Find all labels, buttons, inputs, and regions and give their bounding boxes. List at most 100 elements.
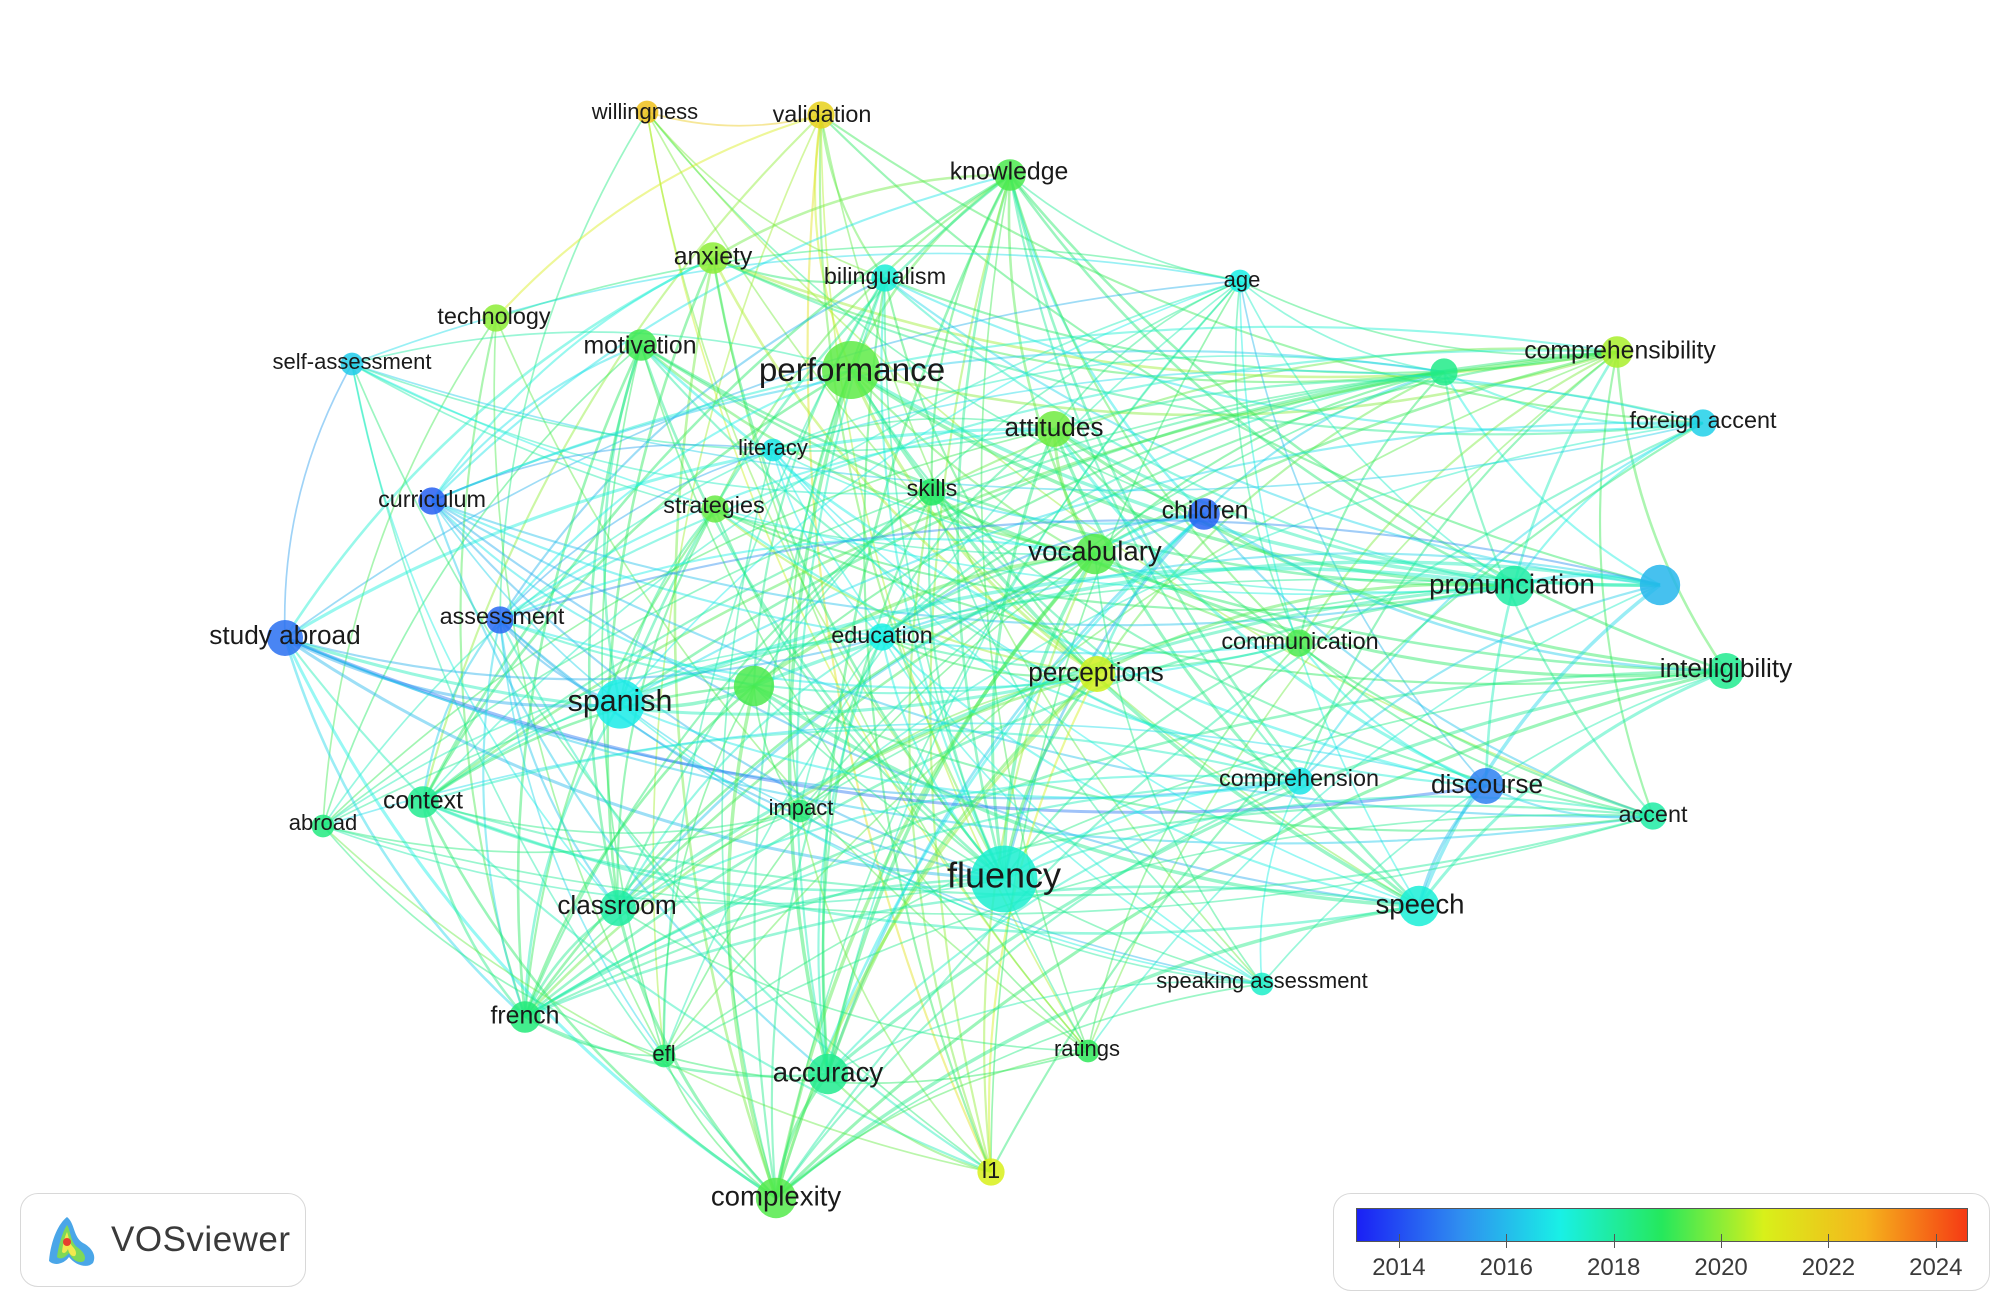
edge-perceptions-l1	[987, 673, 1098, 1173]
node-performance[interactable]	[822, 341, 880, 399]
node-communication[interactable]	[1285, 629, 1313, 657]
edge-knowledge-fluency	[956, 174, 1012, 880]
node-assessment[interactable]	[486, 606, 514, 634]
node-technology[interactable]	[482, 304, 510, 332]
edge-curriculum-speech	[431, 500, 1420, 908]
node-validation[interactable]	[807, 101, 835, 129]
edge-speech-french	[524, 885, 1420, 1019]
edge-knowledge-speech	[1008, 174, 1420, 907]
node-pronunciation[interactable]	[1493, 565, 1535, 607]
node-speech[interactable]	[1398, 885, 1440, 927]
edge-anxiety-fluency	[711, 257, 1005, 880]
node-accuracy[interactable]	[807, 1053, 849, 1095]
legend-tick-label: 2016	[1479, 1254, 1533, 1281]
edge-french-efl	[524, 1016, 665, 1057]
edge-curriculum-unlabeled-3	[431, 500, 755, 688]
node-age[interactable]	[1228, 269, 1252, 293]
edge-self-assessment-pronunciation	[351, 363, 1515, 596]
node-motivation[interactable]	[625, 329, 657, 361]
label-speaking-assessment: speaking assessment	[1156, 968, 1368, 993]
node-perceptions[interactable]	[1079, 656, 1115, 692]
node-l1[interactable]	[977, 1158, 1005, 1186]
legend-tick	[1721, 1234, 1723, 1248]
edge-perceptions-french	[524, 672, 1098, 1018]
edge-motivation-classroom	[587, 344, 643, 909]
edge-unlabeled-1-education	[881, 370, 1445, 638]
edge-validation-bilingualism	[819, 114, 886, 279]
node-bilingualism[interactable]	[871, 264, 899, 292]
node-comprehension[interactable]	[1286, 767, 1314, 795]
edge-education-perceptions	[881, 636, 1098, 678]
edge-strategies-intelligibility	[714, 508, 1727, 686]
edge-context-french	[421, 801, 526, 1018]
edge-bilingualism-pronunciation	[884, 277, 1515, 588]
edge-comprehension-french	[524, 779, 1301, 1018]
node-literacy[interactable]	[761, 438, 785, 462]
node-knowledge[interactable]	[994, 159, 1026, 191]
node-impact[interactable]	[788, 799, 812, 823]
node-ratings[interactable]	[1076, 1039, 1100, 1063]
node-self-assessment[interactable]	[340, 352, 364, 376]
node-children[interactable]	[1188, 498, 1220, 530]
edge-speaking-assessment-complexity	[775, 983, 1263, 1199]
edge-strategies-perceptions	[714, 508, 1098, 676]
node-attitudes[interactable]	[1036, 411, 1072, 447]
edge-knowledge-communication	[1008, 174, 1300, 644]
node-education[interactable]	[868, 623, 896, 651]
node-vocabulary[interactable]	[1074, 533, 1116, 575]
node-classroom[interactable]	[600, 890, 636, 926]
node-spanish[interactable]	[595, 679, 645, 729]
edge-literacy-pronunciation	[772, 449, 1515, 593]
edge-assessment-french	[482, 619, 527, 1018]
node-curriculum[interactable]	[418, 487, 446, 515]
node-unlabeled-1[interactable]	[1430, 358, 1458, 386]
node-fluency[interactable]	[970, 845, 1038, 913]
node-speaking-assessment[interactable]	[1250, 972, 1274, 996]
node-unlabeled-2[interactable]	[1639, 564, 1681, 606]
edge-unlabeled-3-accent	[753, 685, 1654, 832]
edge-anxiety-complexity	[673, 257, 778, 1199]
edge-foreign-accent-pronunciation	[1513, 422, 1704, 587]
edge-attitudes-unlabeled-2	[1053, 427, 1661, 587]
edge-age-technology	[495, 244, 1241, 319]
label-accuracy: accuracy	[773, 1056, 884, 1087]
edge-strategies-spanish	[618, 508, 716, 705]
node-strategies[interactable]	[701, 495, 729, 523]
edge-bilingualism-fluency	[880, 277, 1005, 880]
edge-age-attitudes	[1053, 280, 1241, 430]
node-french[interactable]	[509, 1001, 541, 1033]
node-skills[interactable]	[918, 478, 946, 506]
edge-comprehensibility-efl	[663, 351, 1618, 1057]
node-unlabeled-3[interactable]	[733, 665, 775, 707]
edge-comprehensibility-spanish	[619, 350, 1618, 706]
edge-performance-assessment	[499, 368, 852, 621]
node-foreign-accent[interactable]	[1689, 409, 1717, 437]
node-abroad[interactable]	[311, 814, 335, 838]
node-efl[interactable]	[652, 1044, 676, 1068]
edge-knowledge-performance	[849, 173, 1011, 371]
node-study-abroad[interactable]	[267, 620, 303, 656]
node-intelligibility[interactable]	[1708, 653, 1744, 689]
edge-skills-french	[524, 491, 933, 1018]
node-complexity[interactable]	[755, 1177, 797, 1219]
edge-age-spanish	[619, 280, 1241, 705]
node-willingness[interactable]	[635, 100, 659, 124]
node-accent[interactable]	[1639, 802, 1667, 830]
label-french: french	[491, 1003, 560, 1030]
label-study-abroad: study abroad	[209, 620, 360, 650]
legend-tick-label: 2024	[1909, 1254, 1963, 1281]
edge-curriculum-communication	[431, 500, 1300, 655]
edge-unlabeled-1-accent	[1442, 371, 1654, 817]
legend-tick	[1506, 1234, 1508, 1248]
node-comprehensibility[interactable]	[1601, 336, 1633, 368]
legend-tick-label: 2020	[1694, 1254, 1748, 1281]
node-context[interactable]	[407, 786, 439, 818]
edge-education-classroom	[617, 636, 883, 909]
edge-spanish-speaking-assessment	[619, 703, 1263, 985]
edge-performance-comprehension	[850, 369, 1301, 782]
node-discourse[interactable]	[1468, 768, 1504, 804]
node-anxiety[interactable]	[697, 242, 729, 274]
edge-unlabeled-3-complexity	[726, 685, 778, 1199]
